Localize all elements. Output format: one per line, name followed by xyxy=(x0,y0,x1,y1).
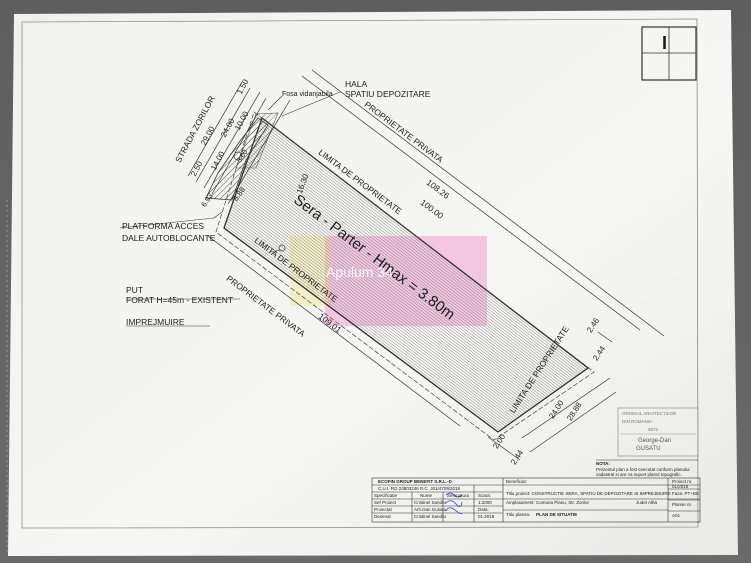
tb-date-value: 01.2018 xyxy=(478,514,495,519)
tb-scale-label: Scara: xyxy=(478,493,492,498)
tb-project-no: Proiect nr. xyxy=(672,479,693,484)
well-label-2: FORAT H=45m - EXISTENT xyxy=(126,295,234,305)
hall-label: HALA xyxy=(345,79,368,89)
tb-date-label: Data: xyxy=(478,507,489,512)
tb-company-reg: C.U.I. RO 23803246 R.C. J01/4709/2018 xyxy=(378,486,461,491)
platform-label-1: PLATFORMA ACCES xyxy=(122,221,205,231)
tb-sheet-label: Planse nr. xyxy=(672,502,693,507)
stamp-line-5: GUSATU xyxy=(636,446,661,452)
stamp-line-4: George-Dan xyxy=(638,438,672,444)
platform-label-2: DALE AUTOBLOCANTE xyxy=(122,233,216,243)
greenhouse-plot xyxy=(215,111,595,441)
tb-project-title: Titlu proiect: CONSTRUCTIE SERA, SPATIU … xyxy=(506,491,671,496)
tb-phase: Faza: PT+DE xyxy=(672,491,700,496)
tb-county: Judet Alba xyxy=(636,500,658,505)
tb-beneficiary: Beneficiar: xyxy=(506,479,528,484)
tb-plan-title-label: Titlu plansa: xyxy=(506,512,531,517)
stamp-line-1: ORDINUL ARHITECTILOR xyxy=(622,411,677,416)
dimension-lines xyxy=(187,69,665,461)
tb-company: ECOFIN GROUP BENEFIT S.R.L.-D xyxy=(378,479,452,484)
title-block xyxy=(371,477,701,523)
tb-sign-label: Semnatura xyxy=(447,493,470,498)
tb-drawn-label: Desenat xyxy=(374,514,391,519)
fence-label: IMPREJMUIRE xyxy=(126,317,185,327)
tb-sheet-no: A01 xyxy=(672,513,681,518)
tb-location: Amplasament: Comuna Pianu, Str. Zorilor xyxy=(506,500,590,505)
tb-designed-label: Proiectat xyxy=(374,507,392,512)
tb-project-date: 01/2018 xyxy=(672,484,689,489)
sheet-number: I xyxy=(662,33,668,53)
tb-spec-label: Specificatie xyxy=(374,493,398,498)
tb-scale-value: 1:2000 xyxy=(478,500,492,505)
stamp-line-3: 5672 xyxy=(648,427,659,432)
tb-name-label: Nume xyxy=(420,493,433,498)
tb-designed-name: Arh.Dan Gusatu xyxy=(414,507,447,512)
note-line-1: Prezentul plan a fost executat conform p… xyxy=(596,467,690,472)
tb-chief-label: Sef Proiect xyxy=(374,500,397,505)
tb-chief-name: Cristinel Sandru xyxy=(414,500,447,505)
well-marker xyxy=(278,244,286,252)
tb-drawn-name: Cristinel Sandru xyxy=(414,514,447,519)
septic-tank-label: Fosa vidanjabila xyxy=(282,91,333,98)
engineer-stamp xyxy=(617,407,699,457)
note-title: NOTA: xyxy=(596,461,610,466)
storage-label: SPATIU DEPOZITARE xyxy=(345,89,431,99)
watermark-text: Apulum 34 xyxy=(326,264,393,280)
note-line-2: cadastral si are ca suport planul topogr… xyxy=(596,472,682,477)
tb-plan-title: PLAN DE SITUATIE xyxy=(536,512,578,517)
well-label-1: PUT xyxy=(126,285,143,295)
drawing-frame xyxy=(21,18,699,529)
stamp-line-2: DIN ROMANIA xyxy=(622,419,653,424)
